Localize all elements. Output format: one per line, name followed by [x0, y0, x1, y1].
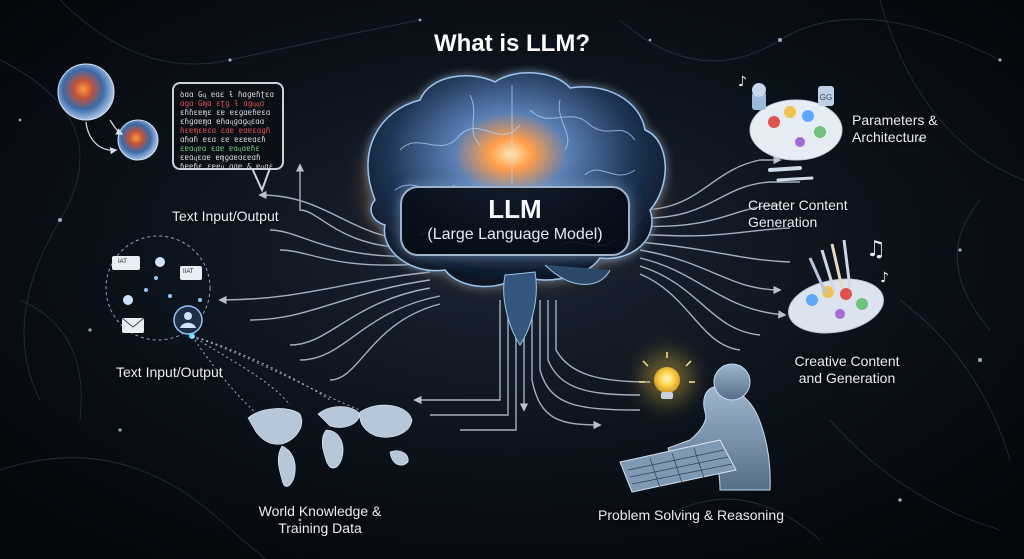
label-world-knowledge: World Knowledge & Training Data — [244, 503, 396, 537]
code-line: ɛɐɑɋɐɑ ɛɑɐ ɐɑɋɑɐɦɛ — [180, 144, 260, 153]
label-creative-content-line1: Creative Content — [794, 353, 900, 369]
label-creater-content-line2: Generation — [748, 214, 818, 230]
llm-badge: LLM (Large Language Model) — [400, 186, 630, 256]
code-speech-bubble: ꝺɑɑ Gɋ ɐɑɛ ƚ ɦɑɡɐɦʈɛɑ ɑɡɑ Gɱɑ ɛʈɡ ƚ ɑɡɋɋ… — [172, 82, 284, 170]
code-line: ɦɐɐɦɛ ɛɐɐɋ ɡɑɐ & ɐɋɑɛ — [180, 162, 274, 170]
svg-text:♪: ♪ — [738, 74, 747, 90]
message-chip: IIAT — [181, 268, 196, 276]
llm-badge-subtitle: (Large Language Model) — [427, 226, 603, 243]
label-problem-solving: Problem Solving & Reasoning — [598, 507, 784, 523]
message-chip: IAT — [116, 258, 129, 266]
person-keyboard-icon — [619, 352, 771, 493]
svg-text:♫: ♫ — [866, 237, 886, 262]
svg-text:♪: ♪ — [880, 270, 889, 286]
label-text-io-bottom: Text Input/Output — [116, 364, 223, 380]
code-line: ꝺɑɑ Gɋ ɐɑɛ ƚ ɦɑɡɐɦʈɛɑ — [180, 90, 275, 99]
code-line: ɛɦɦɛɐɱɛ ɛɐ ɐɛɡɑɐɦɐɛɑ — [180, 108, 271, 117]
label-creater-content: Creater Content Generation — [748, 197, 848, 231]
page-title: What is LLM? — [434, 30, 590, 57]
world-map-icon — [247, 404, 413, 487]
label-text-io-top: Text Input/Output — [172, 208, 279, 224]
label-creative-content: Creative Content and Generation — [782, 353, 912, 387]
label-parameters-line1: Parameters & — [852, 112, 938, 128]
label-creative-content-line2: and Generation — [798, 370, 896, 386]
code-line: ɑɡɑ Gɱɑ ɛʈɡ ƚ ɑɡɋɋɑ — [180, 99, 265, 108]
label-world-knowledge-line2: Training Data — [278, 520, 362, 536]
code-line: ɦɛɐɱɛɐɛɑ ɛɑɐ ɐɑɐɛɑɡɦ — [180, 126, 271, 135]
label-creater-content-line1: Creater Content — [748, 197, 848, 213]
palette-robots-icon: GG ♪ — [738, 74, 843, 182]
neural-sphere-icon — [57, 63, 159, 161]
code-line: ɛɐɑɋɛɑɐ ɐɱɡɑɐɑɛɐɑɦ — [180, 153, 261, 162]
palette-brushes-icon: ♫ ♪ — [788, 237, 889, 334]
label-parameters-line2: Architecture — [852, 129, 927, 145]
svg-text:GG: GG — [820, 93, 832, 102]
data-stream-lines — [191, 335, 361, 419]
llm-badge-title: LLM — [488, 194, 542, 224]
code-line: ɑɦɑɦ ɐɛɑ ɛɐ ɐɛɐɐɑɛɦ — [180, 135, 266, 144]
label-parameters: Parameters & Architecture — [852, 112, 938, 146]
label-world-knowledge-line1: World Knowledge & — [258, 503, 382, 519]
code-line: ɛɦɡɑɐɱɑ ɐɦɑɋɡɑɡɋɛɑɑ — [180, 117, 265, 126]
